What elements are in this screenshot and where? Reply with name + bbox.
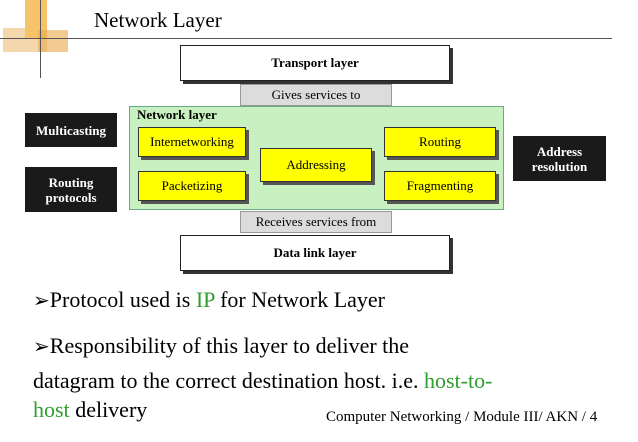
corner-decoration xyxy=(25,0,47,38)
address-resolution-line1: Address xyxy=(536,143,583,159)
network-layer-label: Network layer xyxy=(137,107,217,122)
decorative-line xyxy=(40,0,41,78)
host-to-host-highlight: host-to- xyxy=(423,368,493,393)
address-resolution-box: Address resolution xyxy=(513,136,606,181)
addressing-box: Addressing xyxy=(260,148,372,182)
multicasting-box: Multicasting xyxy=(25,113,117,147)
bullet-continuation: host delivery xyxy=(33,397,147,423)
bullet-text: Responsibility of this layer to deliver … xyxy=(49,333,410,358)
bullet-text: delivery xyxy=(69,397,148,422)
host-to-host-highlight: host xyxy=(33,397,70,422)
gives-services-label: Gives services to xyxy=(240,84,392,106)
fragmenting-box: Fragmenting xyxy=(384,171,496,201)
bullet-protocol: ➢Protocol used is IP for Network Layer xyxy=(33,287,385,313)
arrow-bullet-icon: ➢ xyxy=(33,336,50,358)
routing-box: Routing xyxy=(384,127,496,157)
corner-decoration xyxy=(38,30,68,52)
routing-protocols-line1: Routing xyxy=(48,174,94,190)
bullet-text: for Network Layer xyxy=(214,287,386,312)
arrow-bullet-icon: ➢ xyxy=(33,290,50,312)
bullet-text: Protocol used is xyxy=(49,287,196,312)
routing-protocols-box: Routing protocols xyxy=(25,167,117,212)
title-underline xyxy=(0,38,612,39)
bullet-text: datagram to the correct destination host… xyxy=(33,368,424,393)
slide-footer: Computer Networking / Module III/ AKN / … xyxy=(326,409,598,425)
ip-highlight: IP xyxy=(195,287,215,312)
receives-services-label: Receives services from xyxy=(240,211,392,233)
packetizing-box: Packetizing xyxy=(138,171,246,201)
address-resolution-line2: resolution xyxy=(531,158,588,174)
data-link-layer-box: Data link layer xyxy=(180,235,450,271)
routing-protocols-line2: protocols xyxy=(45,189,97,205)
transport-layer-box: Transport layer xyxy=(180,45,450,81)
internetworking-box: Internetworking xyxy=(138,127,246,157)
bullet-responsibility: ➢Responsibility of this layer to deliver… xyxy=(33,333,409,359)
bullet-continuation: datagram to the correct destination host… xyxy=(33,368,492,394)
slide-title: Network Layer xyxy=(94,8,222,32)
